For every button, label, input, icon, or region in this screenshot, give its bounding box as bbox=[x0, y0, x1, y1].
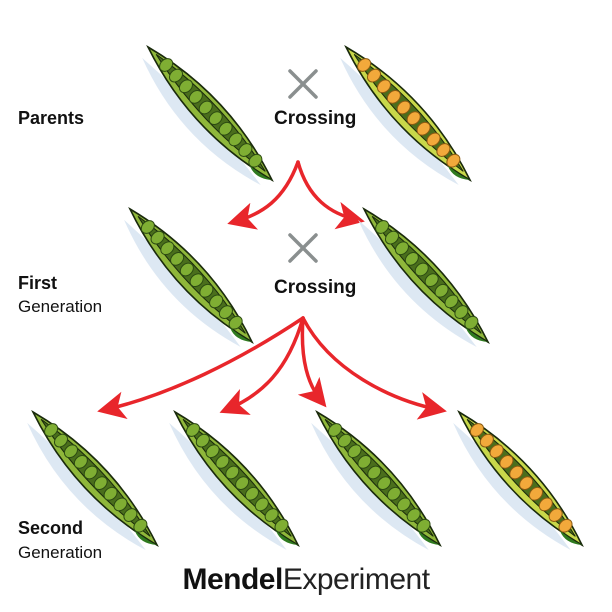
cross-icon bbox=[288, 233, 318, 263]
yellow-pea-pod-parents bbox=[340, 44, 472, 186]
label-crossing-first: Crossing bbox=[274, 277, 357, 298]
label-first: First bbox=[18, 273, 58, 293]
inheritance-arrow bbox=[297, 316, 327, 408]
title-bold: Mendel bbox=[182, 563, 283, 596]
diagram-title: MendelExperiment bbox=[0, 565, 612, 595]
green-pea-pod-first bbox=[358, 206, 490, 348]
label-parents: Parents bbox=[18, 108, 85, 128]
pods-layer bbox=[27, 44, 584, 551]
label-crossing-parents: Crossing bbox=[274, 108, 357, 129]
label-second: Second bbox=[18, 518, 84, 538]
inheritance-arrow bbox=[227, 160, 300, 230]
green-pea-pod-parents bbox=[142, 44, 274, 186]
green-pea-pod-second bbox=[169, 409, 300, 551]
green-pea-pod-second bbox=[27, 409, 159, 551]
green-pea-pod-first bbox=[124, 206, 254, 347]
yellow-pea-pod-second bbox=[453, 409, 584, 551]
label-first-generation: Generation bbox=[18, 297, 103, 316]
green-pea-pod-second bbox=[311, 409, 442, 551]
label-second-generation: Generation bbox=[18, 543, 103, 562]
title-light: Experiment bbox=[282, 563, 430, 596]
inheritance-arrow bbox=[219, 316, 305, 415]
inheritance-arrow bbox=[301, 316, 447, 420]
inheritance-arrow bbox=[97, 316, 305, 419]
cross-icon bbox=[288, 69, 318, 99]
inheritance-arrow bbox=[296, 160, 365, 230]
